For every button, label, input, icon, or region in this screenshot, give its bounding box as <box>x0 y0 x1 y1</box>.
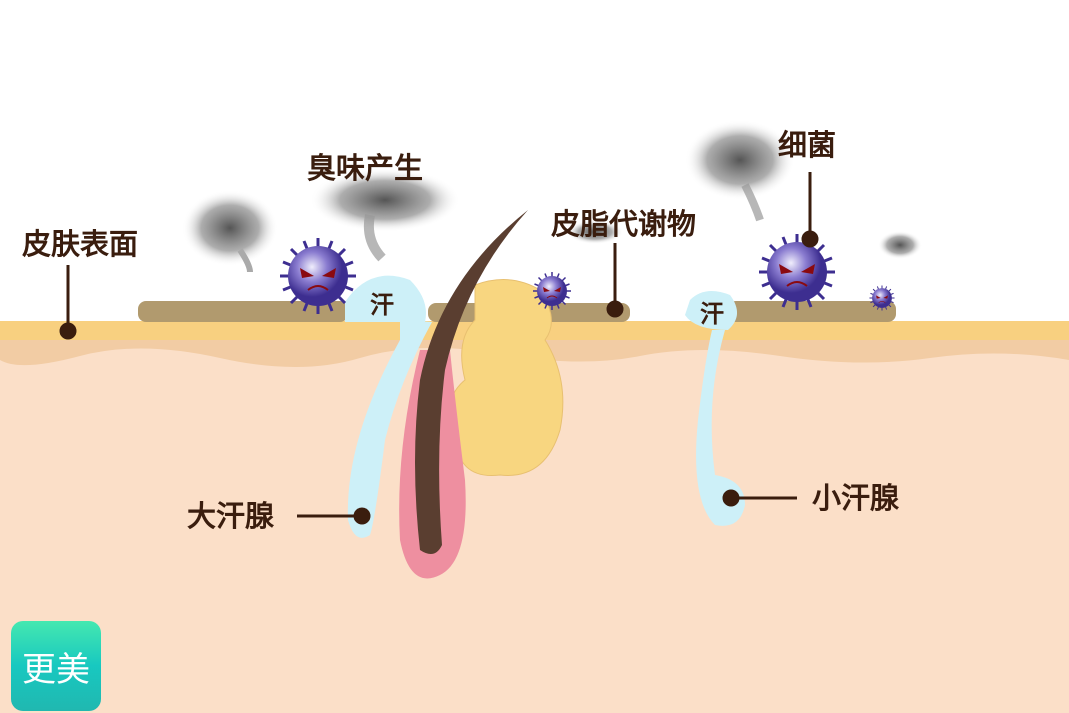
logo-text: 更美 <box>22 649 90 690</box>
label-bacteria: 细菌 <box>778 128 836 162</box>
apocrine-sweat-duct <box>347 320 432 538</box>
bacteria-icon <box>532 271 572 311</box>
label-skin-surface: 皮肤表面 <box>22 227 138 261</box>
hair-shaft <box>415 210 528 554</box>
bacteria-icon <box>757 232 837 312</box>
leader-lines <box>59 172 819 525</box>
label-odor: 臭味产生 <box>307 151 423 185</box>
label-sweat-right: 汗 <box>700 300 724 328</box>
app-logo: 更美 <box>11 621 101 711</box>
sweat-drop-right <box>685 291 738 330</box>
bacteria-icon <box>278 236 358 316</box>
bacteria-icon <box>868 284 896 312</box>
label-eccrine-gland: 小汗腺 <box>812 481 900 515</box>
label-sweat-left: 汗 <box>370 291 394 319</box>
label-apocrine-gland: 大汗腺 <box>187 499 275 533</box>
eccrine-sweat-duct <box>696 330 745 526</box>
sweat-drop-left <box>345 275 426 322</box>
odor-smoke <box>182 120 922 273</box>
label-sebum-metabolite: 皮脂代谢物 <box>551 207 696 241</box>
